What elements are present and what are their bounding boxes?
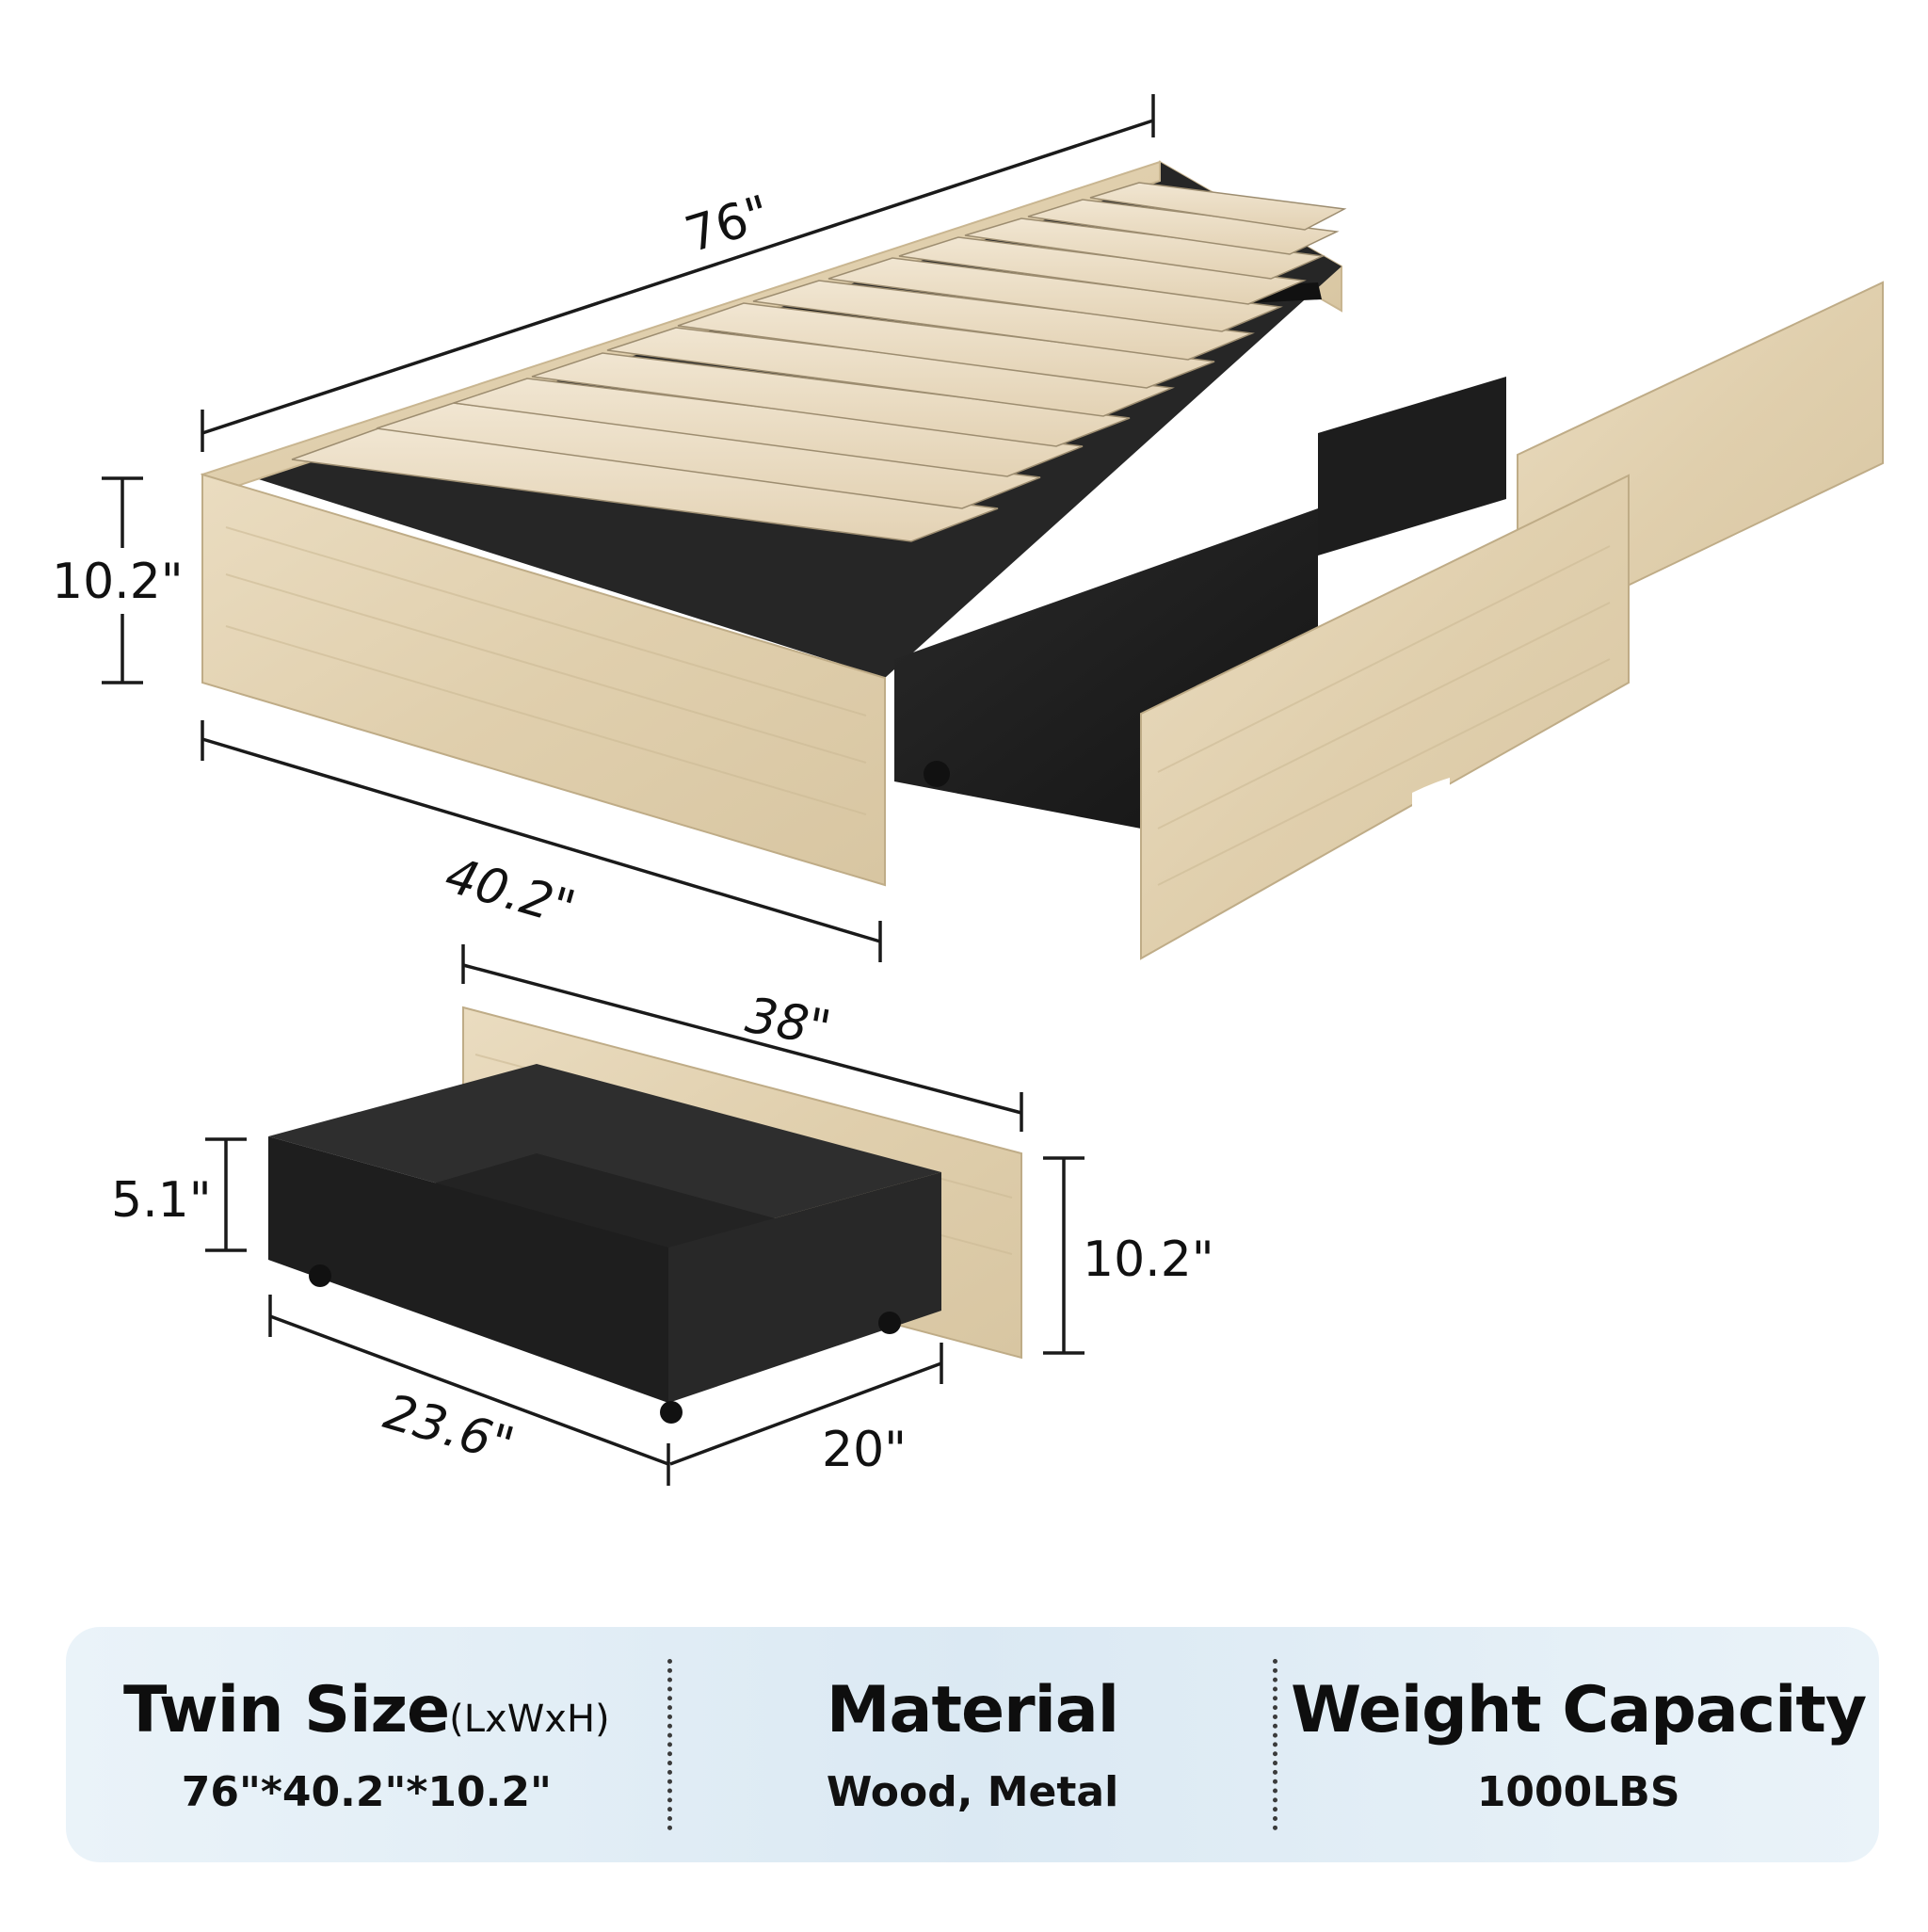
drawer-box-height-dimension: 5.1" [111, 1137, 247, 1252]
bed-frame [200, 160, 1347, 887]
drawer-width-dimension: 20" [669, 1343, 943, 1478]
drawer-box-side [668, 1172, 941, 1403]
spec-divider [667, 1659, 672, 1830]
bed-width-label: 40.2" [439, 847, 581, 938]
spec-size-title-text: Twin Size [123, 1673, 450, 1747]
drawer-length-label: 38" [742, 988, 835, 1058]
bed-length-dimension: 76" [201, 94, 1155, 452]
bed-height-label: 10.2" [52, 554, 184, 610]
drawer-width-label: 20" [822, 1422, 907, 1478]
spec-capacity: Weight Capacity 1000LBS [1277, 1627, 1879, 1862]
spec-size-value: 76"*40.2"*10.2" [181, 1768, 552, 1816]
bed-drawer-near-front [1140, 474, 1630, 960]
drawer-box-front [268, 1136, 668, 1403]
spec-material-value: Wood, Metal [826, 1768, 1119, 1816]
drawer-box-interior [268, 1064, 941, 1248]
caster-wheel [660, 1401, 683, 1424]
drawer-front-height-dimension: 10.2" [1043, 1156, 1214, 1355]
spec-size-suffix: (LxWxH) [449, 1698, 610, 1741]
drawer-detail [268, 1006, 1022, 1424]
spec-material: Material Wood, Metal [672, 1627, 1274, 1862]
bed-slats [291, 182, 1347, 542]
spec-size: Twin Size(LxWxH) 76"*40.2"*10.2" [66, 1627, 667, 1862]
bed-length-label: 76" [679, 185, 777, 265]
spec-bar: Twin Size(LxWxH) 76"*40.2"*10.2" Materia… [66, 1627, 1879, 1862]
spec-divider [1273, 1659, 1278, 1830]
bed-height-dimension: 10.2" [47, 476, 188, 684]
bed-drawer-near [894, 474, 1630, 960]
spec-size-title: Twin Size(LxWxH) [123, 1673, 610, 1747]
drawer-front-height-label: 10.2" [1083, 1232, 1214, 1288]
spec-capacity-title: Weight Capacity [1291, 1673, 1867, 1747]
drawer-depth-label: 23.6" [378, 1384, 520, 1474]
caster-wheel [309, 1264, 331, 1287]
drawer-box-height-label: 5.1" [111, 1172, 212, 1229]
bed-side-panel [201, 473, 886, 887]
caster-wheel [878, 1312, 901, 1334]
spec-material-title: Material [826, 1673, 1119, 1747]
spec-capacity-value: 1000LBS [1476, 1768, 1680, 1816]
